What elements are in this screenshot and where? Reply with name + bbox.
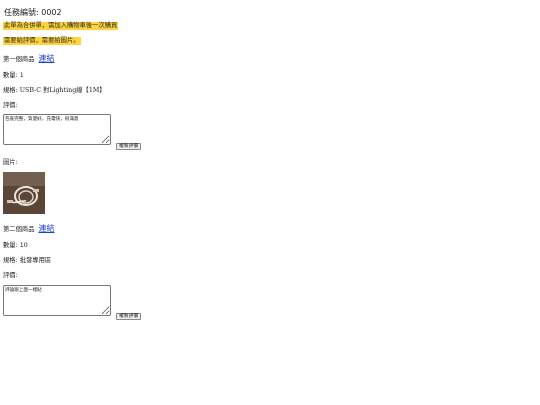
item-2-heading: 第二個商品 xyxy=(3,226,35,233)
item-1-heading: 第一個商品 xyxy=(3,56,35,63)
item-2-quantity: 數量: 10 xyxy=(3,242,28,249)
item-2-link[interactable]: 連結 xyxy=(38,224,55,233)
item-1-review-textarea[interactable]: 包裝完整，質量好，充電快，很滿意 xyxy=(3,114,111,145)
cable-photo-icon xyxy=(3,172,45,214)
item-2-copy-review-button[interactable]: 複製評價 xyxy=(116,313,142,320)
item-1-spec: 規格: USB-C 對Lighting線【1M】 xyxy=(3,87,106,94)
item-1-heading-row: 第一個商品 連結 xyxy=(3,53,55,64)
item-1-product-photo xyxy=(3,172,45,214)
task-label: 任務編號: xyxy=(4,8,42,17)
item-1-link[interactable]: 連結 xyxy=(38,54,55,63)
item-2-review-label: 評價: xyxy=(3,272,18,279)
item-1-quantity: 數量: 1 xyxy=(3,72,24,79)
task-number: 任務編號: 0002 xyxy=(4,7,62,18)
item-2-heading-row: 第二個商品 連結 xyxy=(3,223,55,234)
item-2-spec: 規格: 批發專用區 xyxy=(3,257,52,264)
notice-review-required: 需要給評價，需要給圖片。 xyxy=(3,37,81,45)
item-1-copy-review-button[interactable]: 複製評價 xyxy=(116,143,142,150)
task-number-value: 0002 xyxy=(41,8,62,17)
notice-merge-order: 此單為合併單，需加入購物車後一次購買 xyxy=(3,22,119,30)
item-1-image-label: 圖片: xyxy=(3,159,18,166)
item-1-review-label: 評價: xyxy=(3,102,18,109)
item-2-review-textarea[interactable]: 評論跟上面一樣貼 xyxy=(3,285,111,316)
